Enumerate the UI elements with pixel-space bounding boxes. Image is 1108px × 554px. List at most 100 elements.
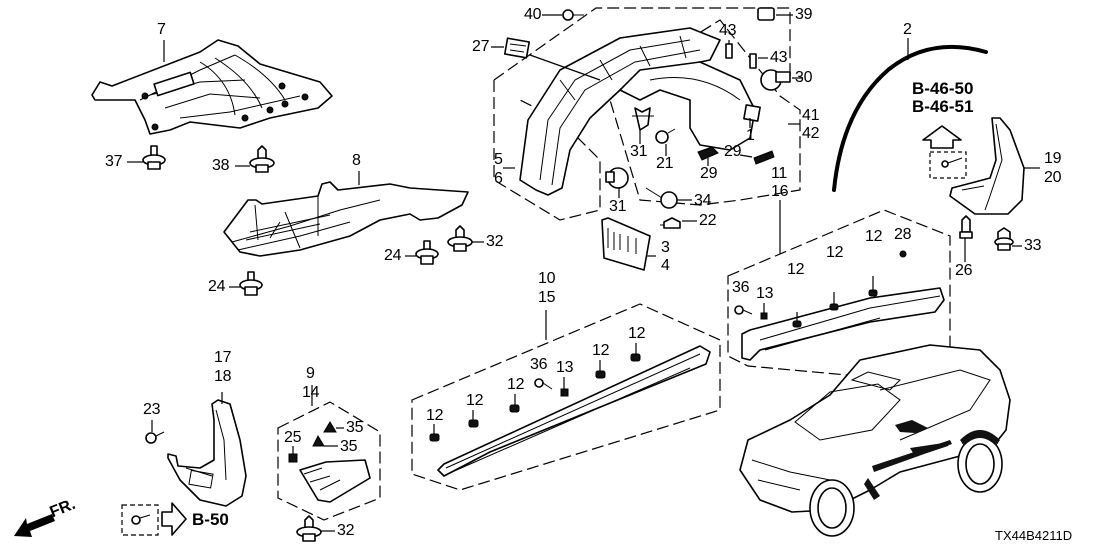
part-43-pad-lower[interactable] [749, 53, 757, 69]
part-10-15-side-garnish[interactable] [437, 345, 711, 477]
callout-2: 2 [903, 21, 912, 38]
drawing-code: TX44B4211D [995, 528, 1073, 543]
part-12-clip-h[interactable] [630, 353, 641, 362]
part-19-20-mud-guard[interactable] [949, 117, 1025, 215]
callout-12-rear-c: 12 [865, 228, 883, 245]
callout-25: 25 [284, 429, 302, 446]
callout-38: 38 [212, 157, 230, 174]
callout-1: 1 [746, 127, 755, 144]
part-33-clip[interactable] [994, 227, 1014, 251]
group-10-15-outline [411, 303, 721, 491]
part-32-clip-upper[interactable] [447, 225, 473, 252]
callout-18: 18 [214, 368, 232, 385]
part-9-14-bracket[interactable] [299, 459, 371, 503]
callout-12-rear-b: 12 [826, 244, 844, 261]
callout-5: 5 [494, 151, 503, 168]
reference-b50-screw-icon [131, 514, 151, 525]
callout-43-lower: 43 [770, 49, 788, 66]
callout-39: 39 [795, 6, 813, 23]
part-37-bolt[interactable] [142, 145, 166, 170]
reference-arrow-up [922, 125, 962, 149]
part-34-screw[interactable] [645, 187, 678, 209]
reference-screw-box [929, 151, 967, 179]
callout-13-front: 13 [556, 359, 574, 376]
part-28-clip[interactable] [899, 250, 907, 258]
part-7-under-cover[interactable] [91, 39, 333, 135]
callout-12-front-c: 12 [507, 376, 525, 393]
callout-43-upper: 43 [719, 22, 737, 39]
callout-13-rear: 13 [756, 285, 774, 302]
callout-14: 14 [302, 384, 320, 401]
callout-12-rear-a: 12 [787, 261, 805, 278]
callout-32-lower: 32 [337, 522, 355, 539]
callout-22: 22 [699, 212, 717, 229]
part-13-clip-a[interactable] [760, 312, 768, 320]
reference-b50-box [121, 504, 159, 536]
part-24-bolt-lower[interactable] [239, 271, 263, 296]
callout-36-rear: 36 [732, 279, 750, 296]
part-12-clip-b[interactable] [829, 303, 839, 311]
part-30-clip[interactable] [760, 69, 791, 91]
part-12-clip-d[interactable] [429, 433, 440, 442]
callout-28: 28 [894, 226, 912, 243]
callout-33: 33 [1024, 237, 1042, 254]
callout-42: 42 [802, 125, 820, 142]
callout-20: 20 [1044, 169, 1062, 186]
callout-10: 10 [538, 270, 556, 287]
callout-11: 11 [771, 165, 788, 182]
part-22-bolt[interactable] [660, 217, 681, 229]
callout-9: 9 [306, 365, 315, 382]
part-17-18-mud-guard[interactable] [167, 399, 247, 507]
callout-36-front: 36 [530, 356, 548, 373]
part-26-clip[interactable] [959, 215, 973, 239]
callout-35-lower: 35 [340, 438, 358, 455]
part-13-clip-b[interactable] [560, 388, 569, 397]
callout-4: 4 [661, 257, 670, 274]
part-21-screw[interactable] [655, 128, 676, 144]
callout-12-front-b: 12 [466, 392, 484, 409]
part-12-clip-e[interactable] [468, 419, 479, 428]
part-40-screw[interactable] [562, 9, 584, 21]
callout-34: 34 [694, 192, 712, 209]
reference-arrow-right [161, 502, 187, 536]
callout-35-upper: 35 [346, 419, 364, 436]
part-1-bracket[interactable] [743, 104, 761, 122]
part-39-nut[interactable] [757, 7, 775, 21]
part-29-pad-right[interactable] [753, 150, 775, 165]
part-25-clip[interactable] [288, 453, 298, 463]
part-38-clip[interactable] [249, 145, 275, 173]
callout-41: 41 [802, 107, 820, 124]
callout-6: 6 [494, 170, 503, 187]
part-31-clip-lower[interactable] [605, 167, 629, 189]
callout-30: 30 [795, 69, 813, 86]
part-23-screw[interactable] [145, 431, 165, 444]
reference-b-50[interactable]: B-50 [192, 510, 229, 529]
part-31-clip-upper[interactable] [632, 107, 654, 131]
part-27-clip[interactable] [503, 37, 531, 59]
callout-21: 21 [656, 155, 674, 172]
part-12-clip-c[interactable] [868, 289, 878, 297]
part-12-clip-g[interactable] [595, 370, 606, 379]
part-35-nut-upper[interactable] [323, 421, 337, 433]
part-3-4-mud-guard[interactable] [601, 217, 651, 271]
part-32-clip-lower[interactable] [296, 515, 322, 542]
part-12-clip-f[interactable] [509, 404, 520, 413]
part-35-nut-lower[interactable] [312, 434, 325, 447]
callout-17: 17 [214, 349, 232, 366]
callout-7: 7 [157, 21, 166, 38]
part-29-pad-left[interactable] [697, 146, 719, 161]
part-36-screw-b[interactable] [534, 378, 553, 390]
part-43-pad-upper[interactable] [725, 43, 733, 59]
part-12-clip-a[interactable] [792, 320, 802, 328]
part-24-bolt-upper[interactable] [415, 240, 439, 265]
part-36-screw-a[interactable] [734, 305, 753, 315]
callout-24-lower: 24 [208, 278, 226, 295]
part-2-arch-molding[interactable] [832, 44, 988, 192]
reference-b-46-50[interactable]: B-46-50 [912, 79, 974, 98]
reference-b-46-51[interactable]: B-46-51 [912, 97, 974, 116]
callout-40: 40 [524, 6, 542, 23]
part-8-under-cover[interactable] [223, 181, 469, 257]
callout-12-front-e: 12 [628, 325, 646, 342]
callout-12-front-d: 12 [592, 342, 610, 359]
